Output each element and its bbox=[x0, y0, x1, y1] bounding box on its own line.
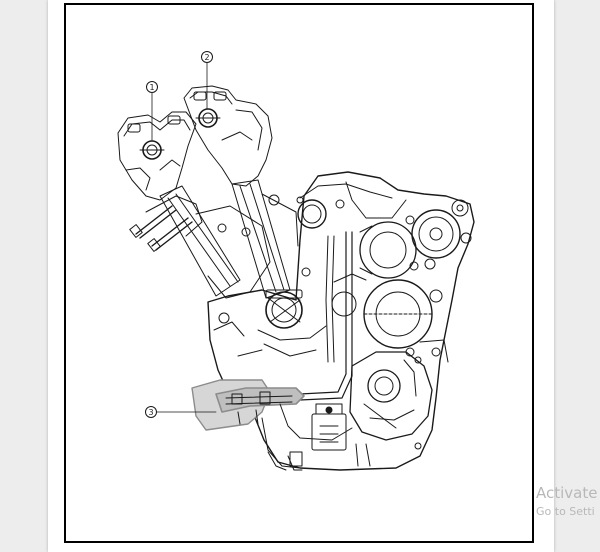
oil-strainer-highlight bbox=[191, 379, 305, 431]
oil-pipe bbox=[299, 231, 353, 401]
manual-page bbox=[48, 0, 554, 552]
windows-activation-title: Activate bbox=[536, 484, 598, 502]
intake-runners bbox=[129, 195, 203, 252]
figure-frame bbox=[64, 3, 534, 543]
clutch-cover bbox=[349, 351, 433, 450]
front-cylinder-head bbox=[183, 85, 273, 187]
windows-activation-subtitle: Go to Setti bbox=[536, 505, 595, 518]
rear-cylinder-head bbox=[117, 111, 197, 201]
callout-1: 1 bbox=[146, 81, 158, 93]
upper-gear-cluster bbox=[359, 199, 472, 279]
callout-leaders bbox=[151, 62, 217, 413]
callout-2: 2 bbox=[201, 51, 213, 63]
svg-text:2: 2 bbox=[204, 53, 209, 62]
svg-text:1: 1 bbox=[149, 83, 154, 92]
callout-3: 3 bbox=[145, 406, 157, 418]
svg-text:3: 3 bbox=[148, 408, 153, 417]
transmission-gears bbox=[331, 273, 449, 363]
crankshaft-assembly bbox=[213, 267, 327, 357]
oil-sump bbox=[261, 403, 371, 471]
